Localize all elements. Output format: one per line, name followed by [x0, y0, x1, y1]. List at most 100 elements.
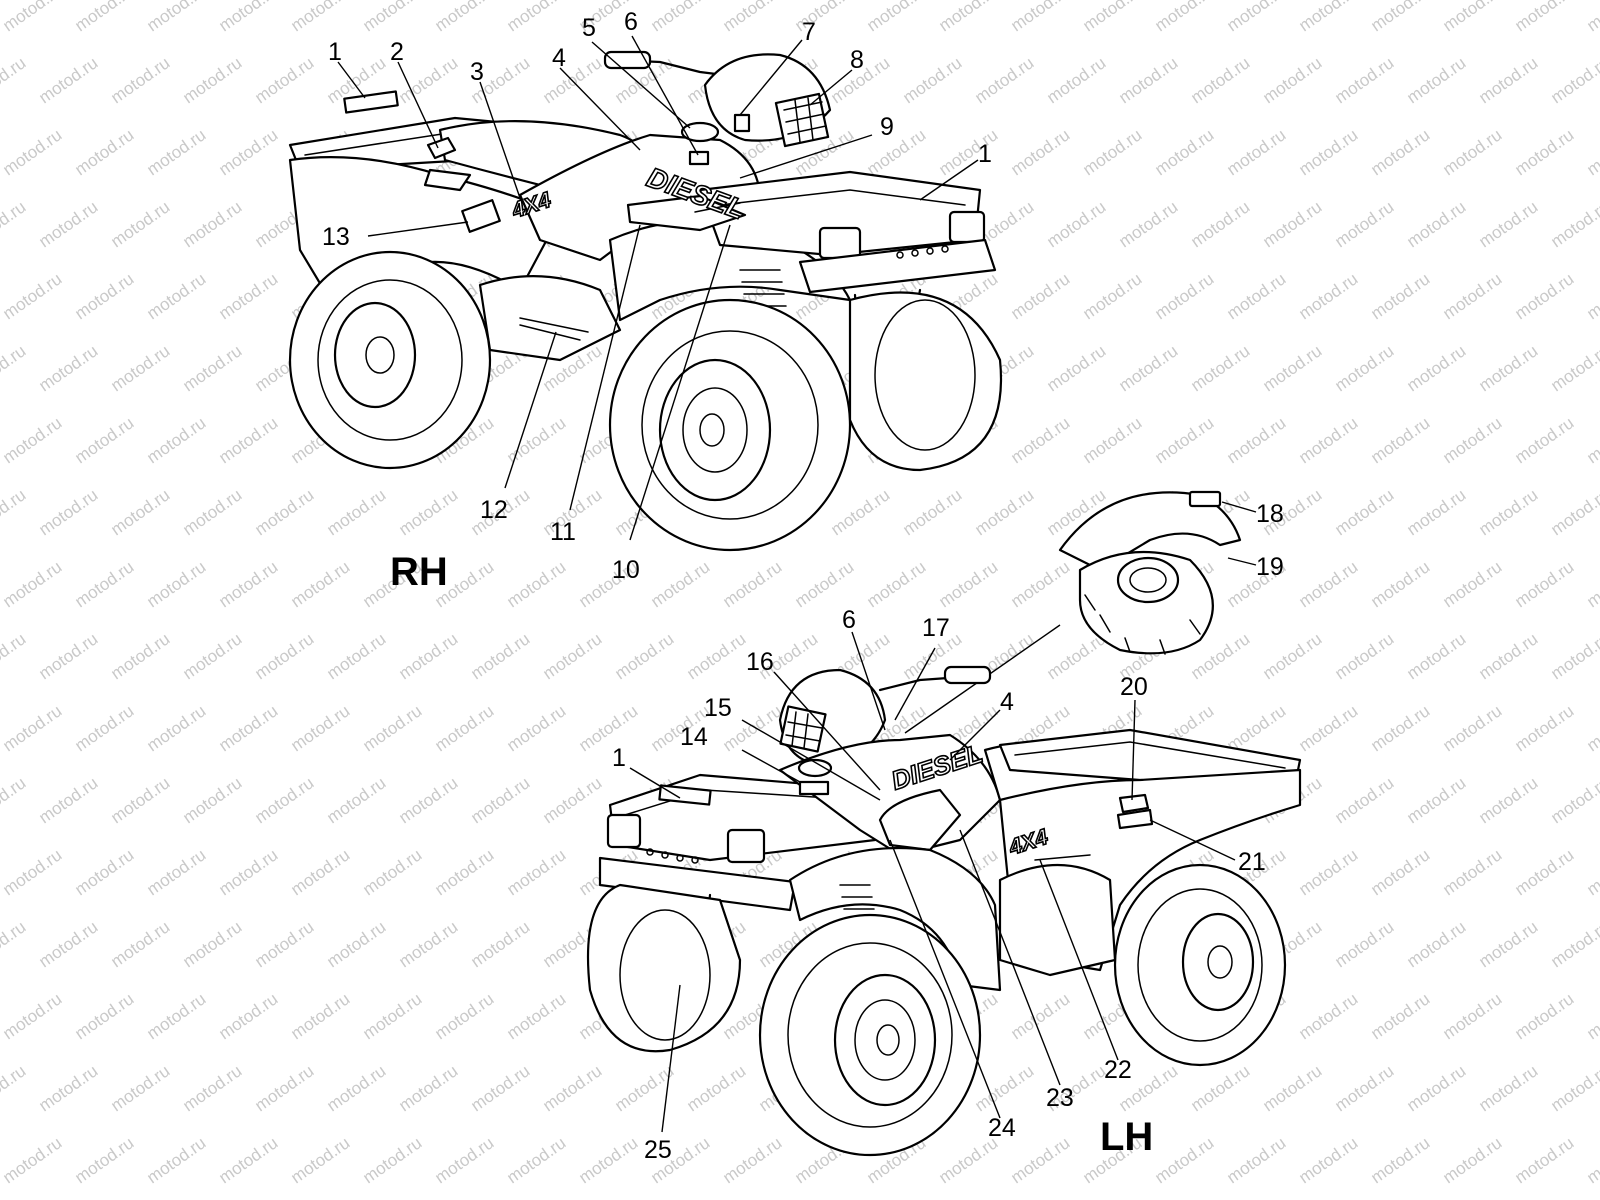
rh-callout-5: 5 — [582, 14, 596, 42]
watermark-text: motod.ru — [0, 1061, 29, 1115]
watermark-text: motod.ru — [35, 773, 101, 827]
watermark-text: motod.ru — [1295, 0, 1361, 35]
watermark-text: motod.ru — [1259, 197, 1325, 251]
watermark-text: motod.ru — [1187, 53, 1253, 107]
watermark-text: motod.ru — [1331, 485, 1397, 539]
watermark-text: motod.ru — [251, 485, 317, 539]
watermark-text: motod.ru — [287, 989, 353, 1043]
watermark-text: motod.ru — [1583, 989, 1600, 1043]
rh-callout-9: 9 — [880, 113, 894, 141]
watermark-text: motod.ru — [863, 557, 929, 611]
watermark-text: motod.ru — [359, 701, 425, 755]
rh-leader-lines — [337, 35, 979, 541]
watermark-text: motod.ru — [1439, 989, 1505, 1043]
lh-atv-drawing: DIESEL 4X4 — [586, 665, 1302, 1157]
rh-callout-4: 4 — [552, 44, 566, 72]
rh-view-label: RH — [390, 550, 448, 594]
watermark-text: motod.ru — [0, 0, 65, 35]
watermark-text: motod.ru — [1583, 557, 1600, 611]
lh-callouts: 6 17 16 15 14 1 4 20 21 22 23 24 25 — [612, 606, 1266, 1164]
watermark-text: motod.ru — [1511, 269, 1577, 323]
watermark-text: motod.ru — [1511, 845, 1577, 899]
watermark-text: motod.ru — [1187, 1061, 1253, 1115]
watermark-text: motod.ru — [503, 989, 569, 1043]
watermark-text: motod.ru — [1115, 53, 1181, 107]
rh-callout-3: 3 — [470, 58, 484, 86]
watermark-text: motod.ru — [1511, 557, 1577, 611]
watermark-text: motod.ru — [359, 1133, 425, 1187]
watermark-text: motod.ru — [323, 629, 389, 683]
watermark-text: motod.ru — [1295, 701, 1361, 755]
watermark-text: motod.ru — [35, 197, 101, 251]
watermark-text: motod.ru — [71, 845, 137, 899]
watermark-text: motod.ru — [1583, 125, 1600, 179]
watermark-text: motod.ru — [179, 341, 245, 395]
watermark-text: motod.ru — [0, 341, 29, 395]
watermark-text: motod.ru — [287, 845, 353, 899]
watermark-text: motod.ru — [1511, 1133, 1577, 1187]
watermark-text: motod.ru — [359, 989, 425, 1043]
watermark-text: motod.ru — [1367, 413, 1433, 467]
lh-callout-15: 15 — [704, 694, 732, 722]
watermark-text: motod.ru — [1223, 0, 1289, 35]
callout-19: 19 — [1256, 553, 1284, 581]
watermark-text: motod.ru — [539, 773, 605, 827]
watermark-text: motod.ru — [1259, 53, 1325, 107]
watermark-text: motod.ru — [71, 701, 137, 755]
watermark-text: motod.ru — [1367, 845, 1433, 899]
watermark-text: motod.ru — [683, 1061, 749, 1115]
watermark-text: motod.ru — [107, 629, 173, 683]
watermark-text: motod.ru — [0, 917, 29, 971]
watermark-text: motod.ru — [71, 557, 137, 611]
watermark-text: motod.ru — [1259, 629, 1325, 683]
watermark-text: motod.ru — [1475, 917, 1541, 971]
watermark-text: motod.ru — [107, 53, 173, 107]
watermark-text: motod.ru — [71, 269, 137, 323]
watermark-text: motod.ru — [179, 629, 245, 683]
watermark-text: motod.ru — [1403, 53, 1469, 107]
watermark-text: motod.ru — [35, 917, 101, 971]
watermark-text: motod.ru — [467, 629, 533, 683]
watermark-text: motod.ru — [0, 629, 29, 683]
watermark-text: motod.ru — [0, 269, 65, 323]
watermark-text: motod.ru — [1043, 197, 1109, 251]
watermark-text: motod.ru — [1295, 557, 1361, 611]
watermark-text: motod.ru — [1295, 125, 1361, 179]
watermark-text: motod.ru — [1079, 413, 1145, 467]
watermark-text: motod.ru — [395, 1061, 461, 1115]
watermark-text: motod.ru — [1295, 269, 1361, 323]
watermark-text: motod.ru — [1583, 0, 1600, 35]
watermark-text: motod.ru — [431, 989, 497, 1043]
watermark-text: motod.ru — [1331, 197, 1397, 251]
watermark-text: motod.ru — [1475, 197, 1541, 251]
watermark-text: motod.ru — [107, 341, 173, 395]
watermark-text: motod.ru — [1187, 197, 1253, 251]
watermark-text: motod.ru — [1475, 629, 1541, 683]
watermark-text: motod.ru — [503, 1133, 569, 1187]
watermark-text: motod.ru — [395, 773, 461, 827]
fender-detail: 18 19 — [904, 490, 1284, 734]
watermark-text: motod.ru — [395, 53, 461, 107]
lh-view-label: LH — [1100, 1115, 1153, 1159]
watermark-text: motod.ru — [0, 1133, 65, 1187]
watermark-text: motod.ru — [0, 557, 65, 611]
watermark-text: motod.ru — [1007, 269, 1073, 323]
lh-callout-24: 24 — [988, 1114, 1016, 1142]
watermark-text: motod.ru — [1007, 0, 1073, 35]
watermark-text: motod.ru — [647, 557, 713, 611]
watermark-text: motod.ru — [1547, 1061, 1600, 1115]
watermark-text: motod.ru — [899, 53, 965, 107]
watermark-text: motod.ru — [1043, 53, 1109, 107]
callout-18: 18 — [1256, 500, 1284, 528]
rh-callout-1b: 1 — [978, 140, 992, 168]
watermark-text: motod.ru — [1007, 557, 1073, 611]
watermark-text: motod.ru — [1331, 773, 1397, 827]
watermark-text: motod.ru — [1367, 989, 1433, 1043]
watermark-text: motod.ru — [143, 413, 209, 467]
watermark-text: motod.ru — [215, 845, 281, 899]
watermark-text: motod.ru — [1367, 0, 1433, 35]
watermark-text: motod.ru — [1511, 0, 1577, 35]
watermark-text: motod.ru — [1583, 269, 1600, 323]
rh-callout-1: 1 — [328, 38, 342, 66]
watermark-text: motod.ru — [143, 557, 209, 611]
